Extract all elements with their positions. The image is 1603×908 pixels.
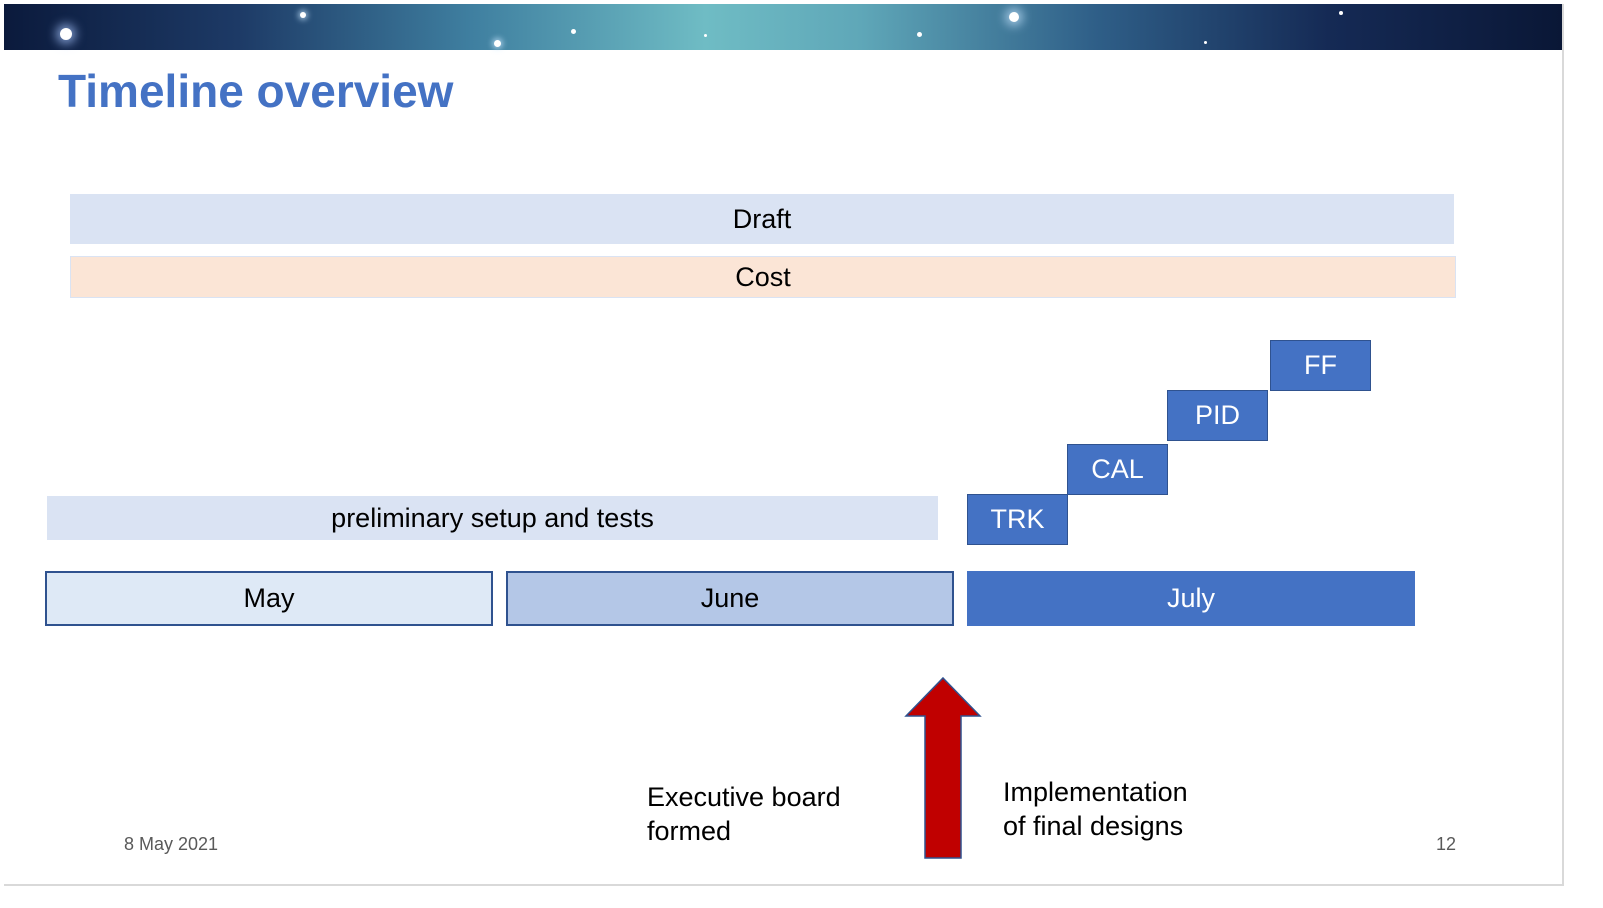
task-pid: PID: [1167, 390, 1268, 441]
task-cal: CAL: [1067, 444, 1168, 495]
month-label: July: [1166, 583, 1215, 613]
up-arrow-icon: [904, 676, 982, 859]
task-label: FF: [1304, 350, 1337, 380]
task-ff: FF: [1270, 340, 1371, 391]
slide: Timeline overview Draft Cost FF PID CAL …: [4, 4, 1564, 886]
preliminary-label: preliminary setup and tests: [331, 502, 654, 533]
star-decoration: [494, 40, 501, 47]
star-decoration: [917, 32, 922, 37]
task-trk: TRK: [967, 494, 1068, 545]
task-label: CAL: [1091, 454, 1144, 484]
slide-date: 8 May 2021: [124, 834, 219, 854]
star-decoration: [704, 34, 707, 37]
month-label: June: [700, 583, 760, 613]
star-decoration: [571, 29, 576, 34]
month-label: May: [243, 583, 295, 613]
cost-label: Cost: [735, 261, 791, 292]
implementation-note: Implementation of final designs: [1003, 777, 1188, 841]
draft-bar: Draft: [70, 194, 1454, 244]
preliminary-bar: preliminary setup and tests: [47, 496, 938, 540]
star-decoration: [1009, 12, 1019, 22]
draft-label: Draft: [732, 203, 792, 234]
month-june: June: [506, 571, 954, 626]
cost-bar: Cost: [70, 256, 1456, 298]
star-decoration: [300, 12, 306, 18]
star-decoration: [1204, 41, 1207, 44]
task-label: PID: [1194, 400, 1240, 430]
month-july: July: [967, 571, 1415, 626]
star-decoration: [1339, 11, 1343, 15]
slide-number: 12: [1436, 834, 1457, 854]
month-may: May: [45, 571, 493, 626]
slide-title: Timeline overview: [58, 65, 454, 117]
task-label: TRK: [990, 504, 1045, 534]
star-decoration: [60, 28, 72, 40]
executive-board-note: Executive board formed: [647, 782, 841, 846]
header-banner: [4, 4, 1562, 50]
